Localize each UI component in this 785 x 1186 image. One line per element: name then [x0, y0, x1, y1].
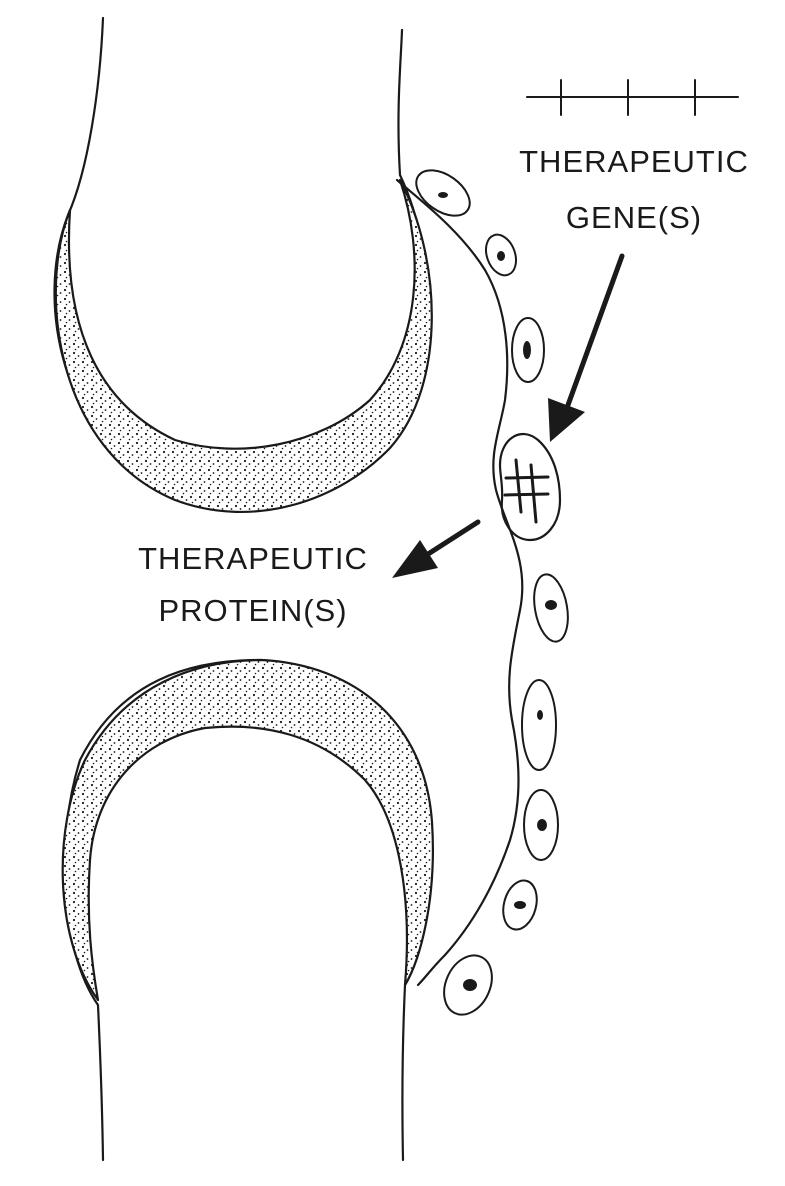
gene-label-line2: GENE(S) [566, 200, 702, 235]
synovial-membrane [395, 178, 524, 987]
gene-symbol [526, 79, 739, 116]
synovial-cell [523, 789, 559, 861]
upper-cartilage [54, 178, 433, 513]
synovial-cell [533, 573, 569, 643]
synovial-cells [415, 169, 569, 1016]
protein-secretion-arrowhead [392, 540, 438, 578]
synovial-cell [443, 954, 493, 1016]
synovial-cell [502, 879, 538, 931]
synovial-cell [511, 317, 545, 383]
synovial-cell [521, 679, 557, 771]
gene-marks-in-cell [503, 458, 550, 524]
cell-nuclei [438, 192, 557, 991]
transduced-cell [498, 433, 562, 542]
gene-label-line1: THERAPEUTIC [519, 144, 749, 179]
protein-label-line2: PROTEIN(S) [158, 593, 347, 628]
lower-cartilage [61, 658, 434, 1002]
protein-secretion-arrow [422, 519, 481, 559]
protein-label-line1: THERAPEUTIC [138, 541, 368, 576]
synovial-cell [485, 233, 517, 277]
gene-delivery-arrow [565, 253, 625, 408]
synovial-cell [415, 169, 471, 217]
gene-delivery-arrowhead [548, 398, 585, 442]
